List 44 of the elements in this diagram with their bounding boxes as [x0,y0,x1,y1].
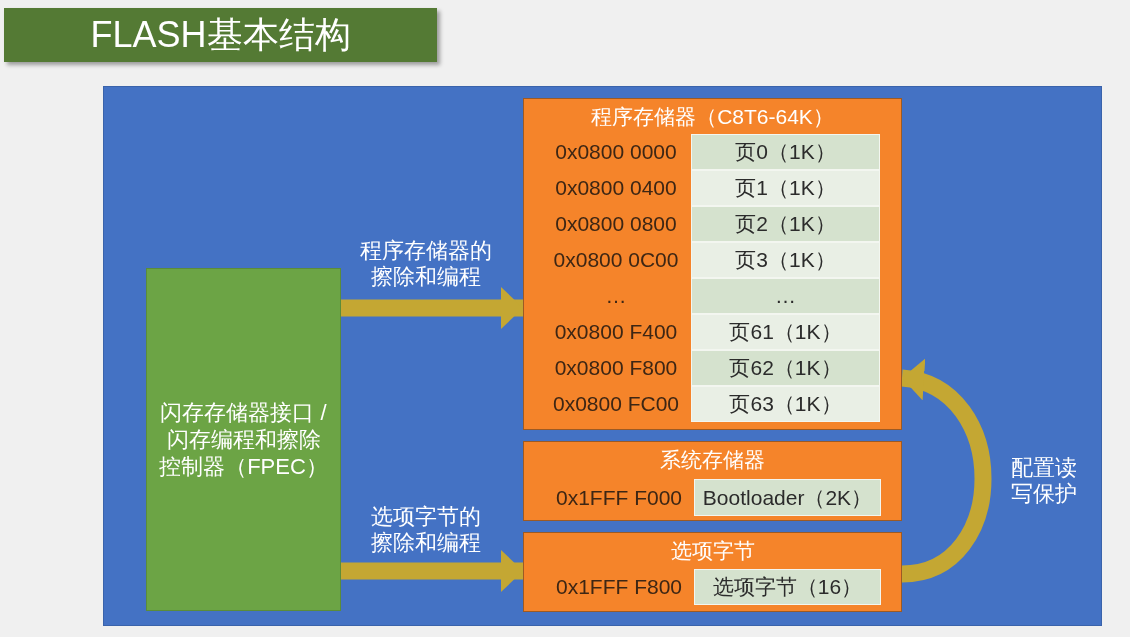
title-text: FLASH基本结构 [90,13,351,57]
memory-region-box [523,441,902,521]
page-label: 页61（1K） [729,319,842,345]
memory-page-cell [691,386,880,422]
address-label: 0x0800 F800 [554,355,678,381]
memory-region-box [523,532,902,612]
region-heading: 选项字节 [670,538,755,564]
region-heading: 系统存储器 [660,447,765,473]
edge-label: 配置读写保护 [1010,455,1078,507]
address-label: 0x0800 0000 [555,139,677,165]
edge-label: 程序存储器的擦除和编程 [359,238,493,290]
page-label: 页2（1K） [735,211,836,237]
address-label: 0x1FFF F000 [555,484,682,511]
page-label: … [775,283,796,309]
controller-box [146,268,341,611]
controller-label: 闪存存储器接口 / 闪存编程和擦除控制器（FPEC） [158,399,329,480]
region-heading: 程序存储器（C8T6-64K） [591,104,834,130]
address-label: 0x0800 0400 [555,175,677,201]
address-label: 0x0800 FC00 [552,391,680,417]
memory-page-cell [694,479,881,516]
memory-page-cell [691,170,880,206]
page-label: Bootloader（2K） [702,484,873,511]
memory-page-cell [691,350,880,386]
address-label: 0x1FFF F800 [555,574,682,600]
address-label: 0x0800 F400 [554,319,678,345]
address-label: 0x0800 0C00 [553,247,679,273]
page-label: 页63（1K） [729,391,842,417]
page-label: 页62（1K） [729,355,842,381]
address-label: … [605,283,627,309]
page-label: 选项字节（16） [712,574,863,600]
address-label: 0x0800 0800 [555,211,677,237]
memory-page-cell [691,242,880,278]
memory-page-cell [694,569,881,605]
block-arrow [341,287,523,329]
memory-page-cell [691,134,880,170]
edge-label: 选项字节的擦除和编程 [370,504,482,556]
memory-page-cell [691,278,880,314]
page-label: 页0（1K） [735,139,836,165]
block-arrow [341,550,523,592]
memory-page-cell [691,314,880,350]
memory-page-cell [691,206,880,242]
page-label: 页1（1K） [735,175,836,201]
memory-region-box [523,98,902,430]
page-label: 页3（1K） [735,247,836,273]
